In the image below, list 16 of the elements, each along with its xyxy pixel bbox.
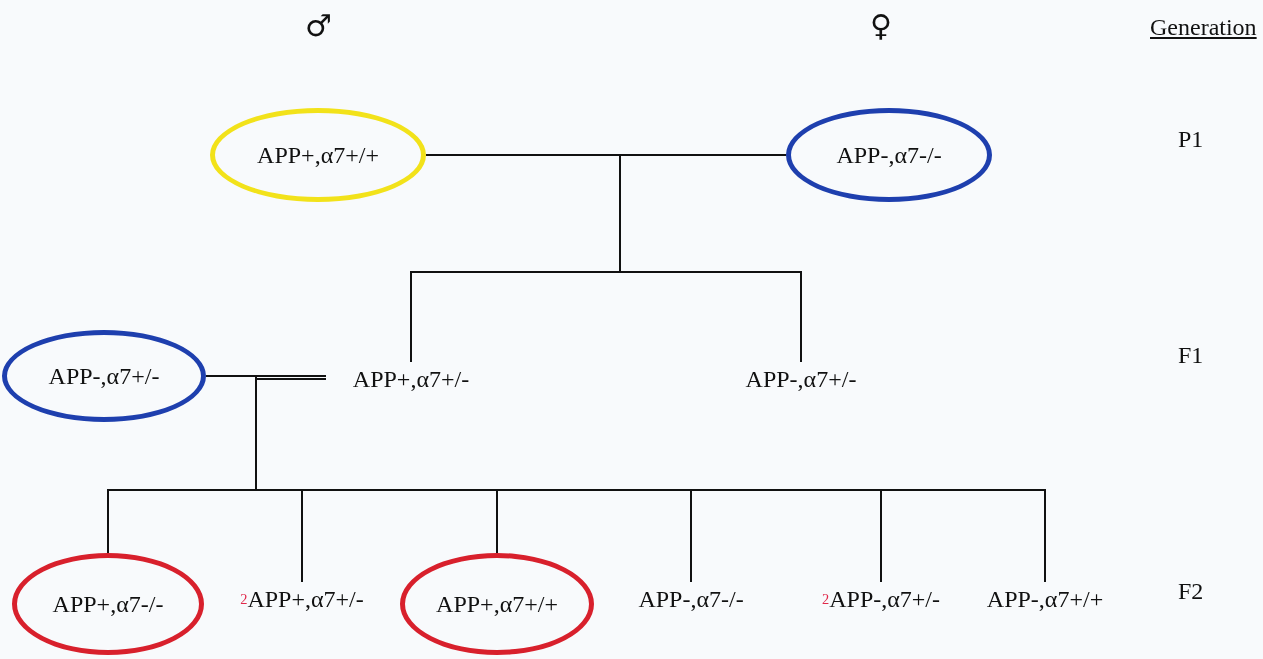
column-heading: Generation xyxy=(1150,14,1257,41)
male-symbol: ♂ xyxy=(305,8,332,43)
genotype-oval: APP+,α7+/+ xyxy=(400,553,594,655)
genotype-label: APP-,α7-/- xyxy=(598,582,784,616)
generation-label: F1 xyxy=(1178,342,1204,369)
genotype-oval: APP+,α7-/- xyxy=(12,553,204,655)
generation-label: P1 xyxy=(1178,126,1204,153)
genotype-label: APP-,α7+/- xyxy=(715,362,887,396)
genotype-oval: APP-,α7+/- xyxy=(2,330,206,422)
genotype-oval: APP-,α7-/- xyxy=(786,108,992,202)
generation-label: F2 xyxy=(1178,578,1204,605)
pedigree-line xyxy=(619,154,802,363)
female-symbol: ♀ xyxy=(870,8,892,43)
genotype-oval: APP+,α7+/+ xyxy=(210,108,426,202)
genotype-label: APP+,α7+/- xyxy=(326,362,496,396)
genotype-label: APP-,α7+/+ xyxy=(960,582,1130,616)
